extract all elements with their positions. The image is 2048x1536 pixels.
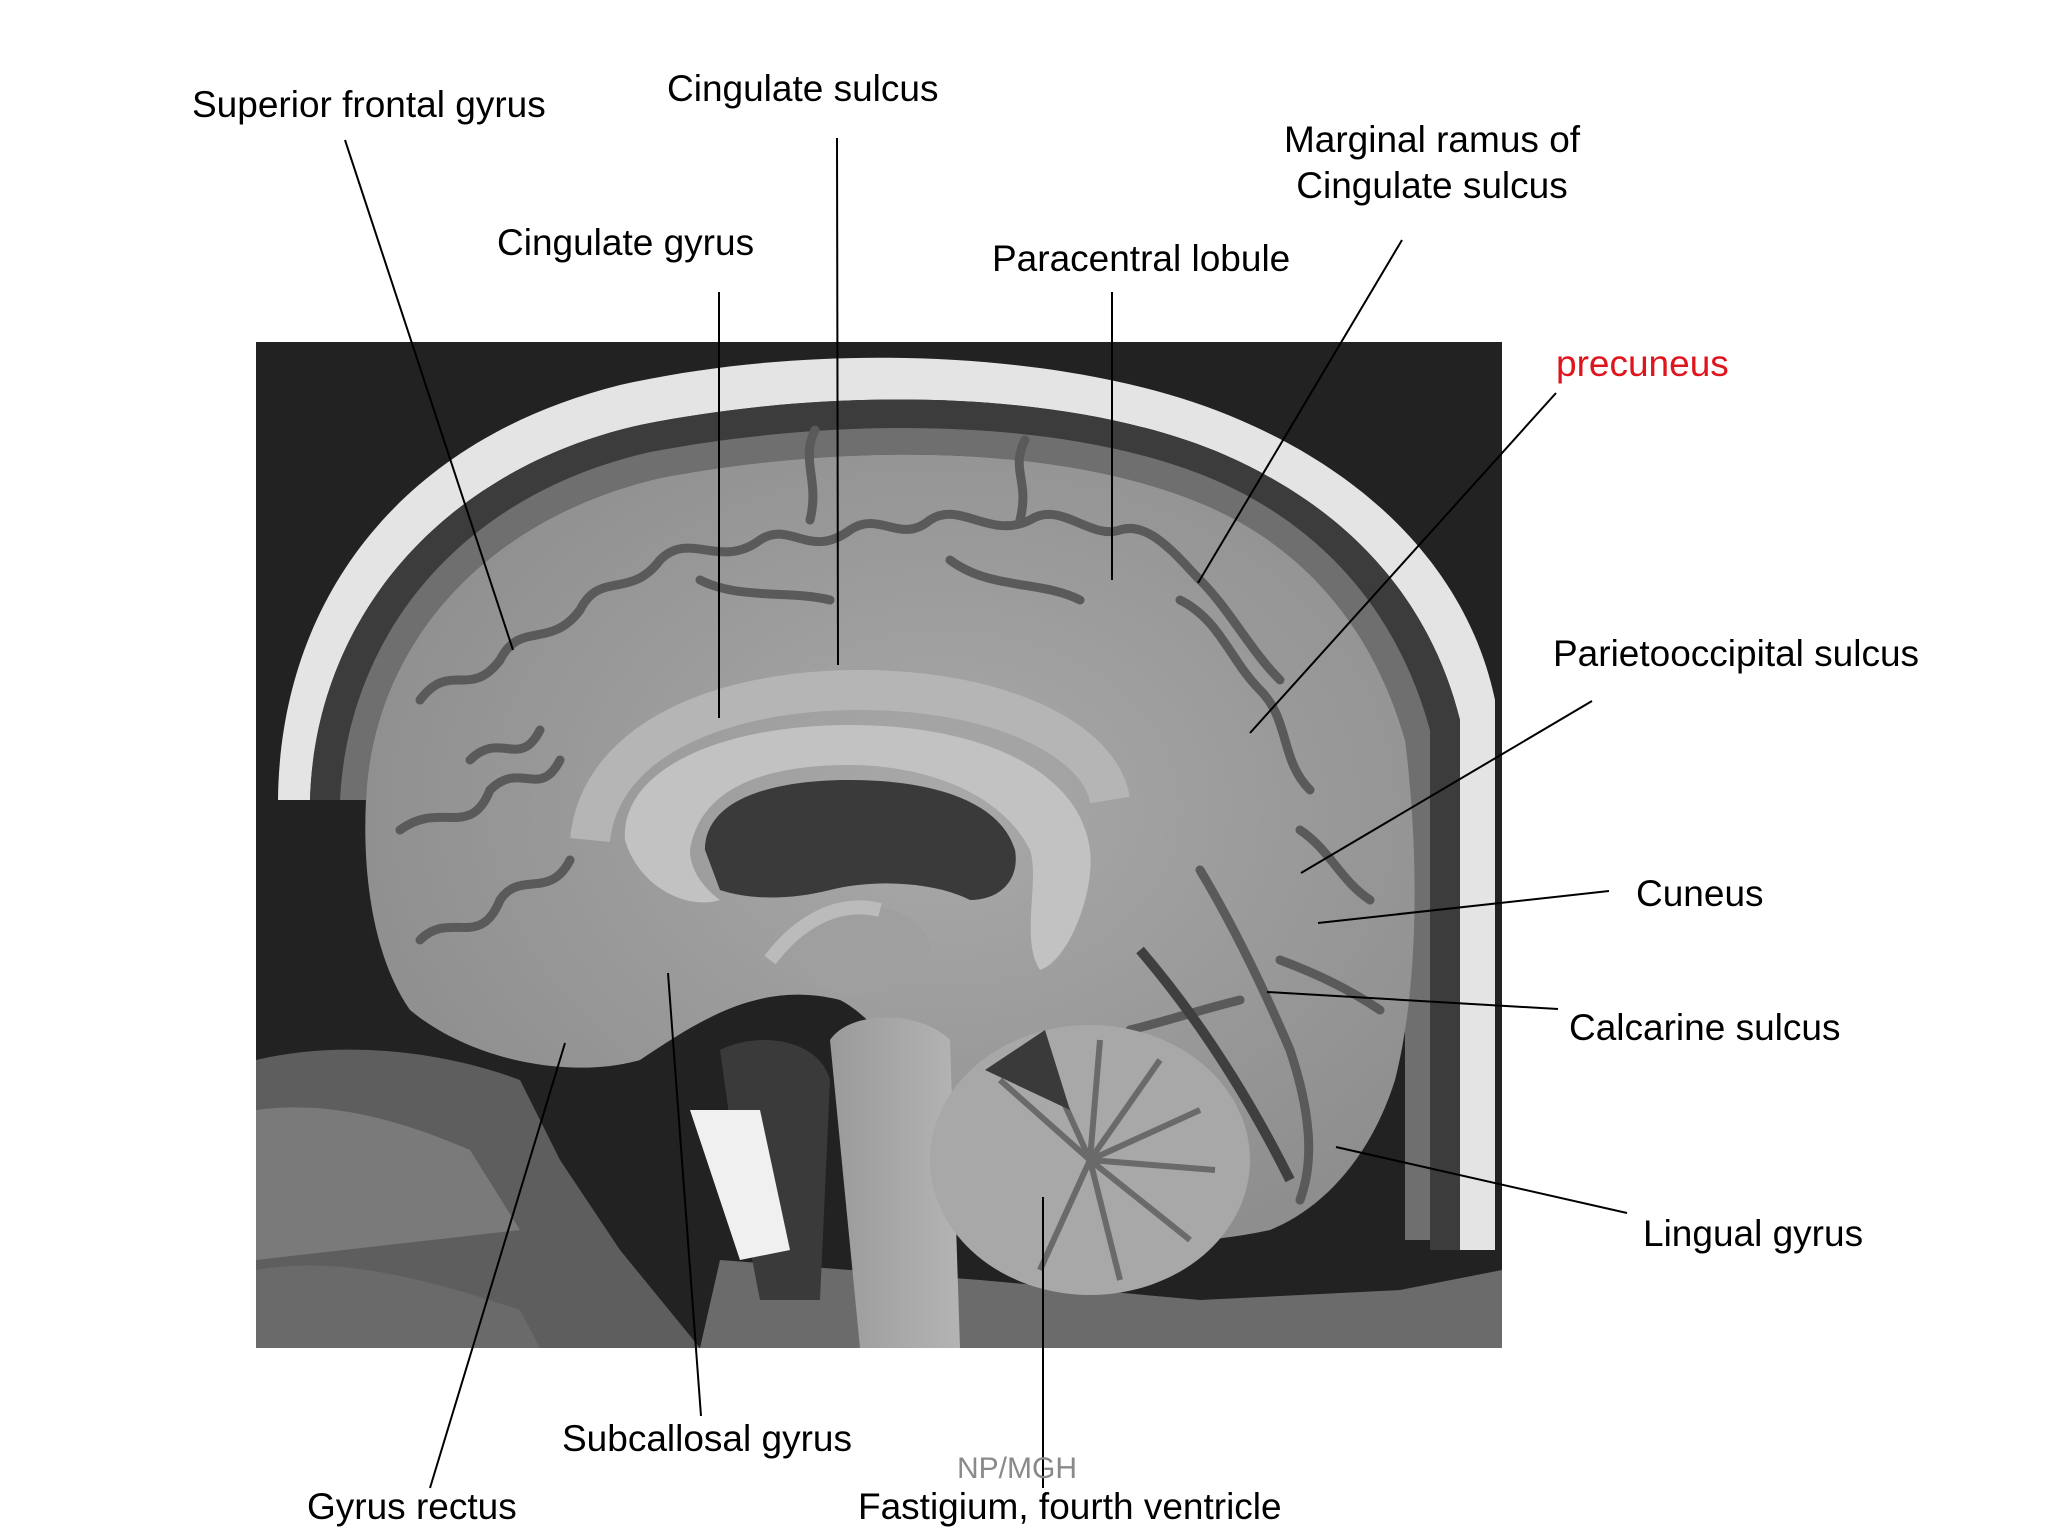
leader-marginal-ramus	[1197, 239, 1403, 584]
label-marginal-ramus: Marginal ramus of Cingulate sulcus	[1262, 117, 1602, 209]
label-cingulate-gyrus: Cingulate gyrus	[497, 222, 755, 263]
label-subcallosal-gyrus: Subcallosal gyrus	[562, 1418, 852, 1459]
label-precuneus: precuneus	[1556, 343, 1729, 384]
leader-gyrus-rectus	[429, 1042, 566, 1489]
label-superior-frontal-gyrus: Superior frontal gyrus	[192, 84, 546, 125]
label-parietooccipital-sulcus: Parietooccipital sulcus	[1553, 633, 1920, 674]
leader-lines	[344, 137, 1628, 1489]
label-cuneus: Cuneus	[1636, 873, 1764, 914]
label-marginal-ramus-line1: Marginal ramus of	[1283, 119, 1581, 160]
leader-cuneus	[1317, 890, 1610, 924]
credit-text: NP/MGH	[957, 1452, 1077, 1485]
leader-lingual-gyrus	[1335, 1146, 1628, 1214]
label-paracentral-lobule: Paracentral lobule	[992, 238, 1291, 279]
leader-superior-frontal-gyrus	[344, 139, 514, 651]
leader-subcallosal-gyrus	[667, 972, 702, 1417]
label-lingual-gyrus: Lingual gyrus	[1643, 1213, 1864, 1254]
leader-parietooccipital-sulcus	[1300, 700, 1593, 874]
leader-cingulate-sulcus	[836, 137, 839, 666]
label-calcarine-sulcus: Calcarine sulcus	[1569, 1007, 1841, 1048]
mri-image	[256, 342, 1502, 1348]
leader-calcarine-sulcus	[1266, 991, 1559, 1010]
label-marginal-ramus-line2: Cingulate sulcus	[1296, 165, 1568, 206]
leader-precuneus	[1249, 392, 1557, 734]
label-gyrus-rectus: Gyrus rectus	[307, 1486, 517, 1527]
label-cingulate-sulcus: Cingulate sulcus	[667, 68, 939, 109]
label-fastigium: Fastigium, fourth ventricle	[858, 1486, 1282, 1527]
